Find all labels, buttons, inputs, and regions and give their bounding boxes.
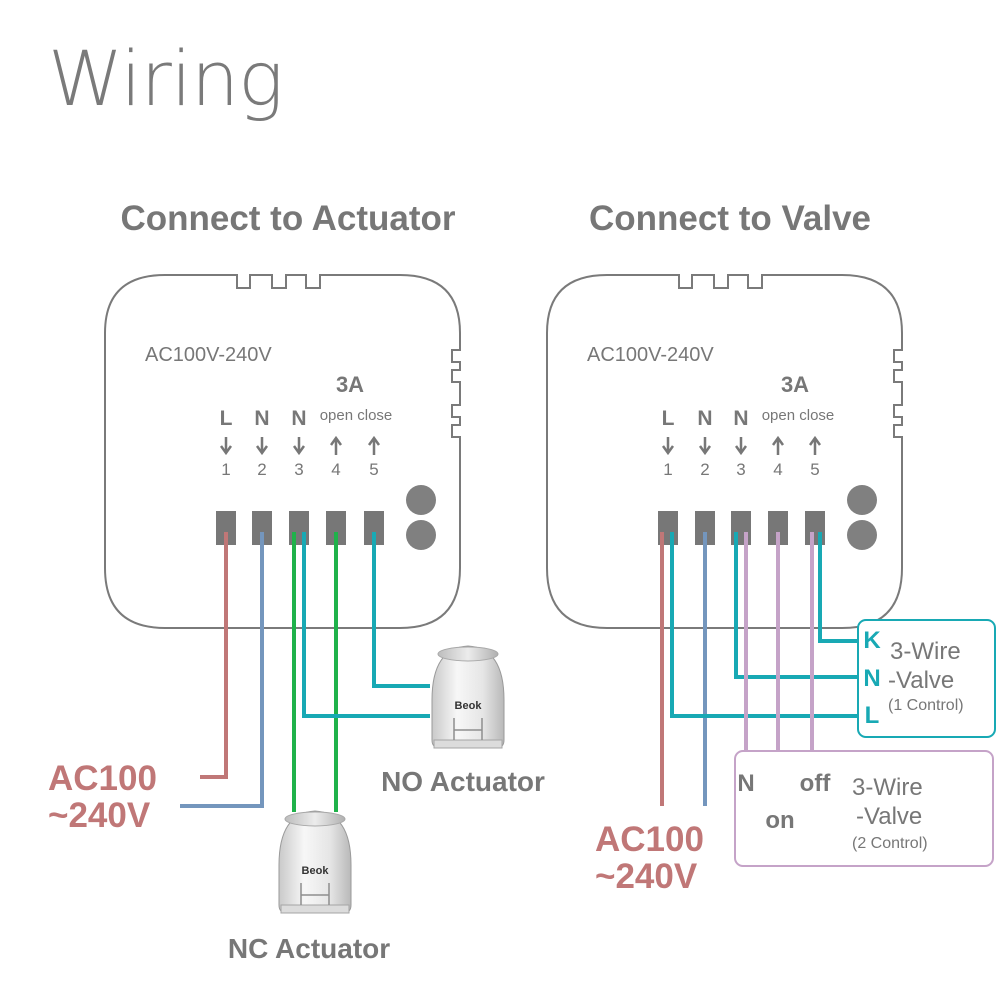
left-terminal-letter-1: L (220, 407, 233, 430)
open-close-label-left: open close (320, 407, 393, 424)
live-wire-left (200, 532, 228, 779)
valve1-l-wire (670, 532, 860, 718)
valve1-text-line1: 3-Wire (890, 638, 961, 665)
supply-label-line2-right: ~240V (595, 857, 698, 896)
valve1-text-line2: -Valve (888, 667, 954, 694)
left-terminal-arrow-2-down (255, 437, 269, 456)
actuator-heading: Connect to Actuator (120, 199, 455, 238)
button-upper-left (406, 485, 436, 515)
valve-diagram: Connect to Valve AC100V-240V 3A open clo… (546, 199, 996, 896)
right-terminal-screw-4 (768, 511, 788, 545)
valve2-on-label: on (765, 807, 794, 834)
nc-actuator-label: NC Actuator (228, 933, 390, 964)
right-terminal-arrow-3-down (734, 437, 748, 456)
right-terminal-arrow-5-up (808, 435, 822, 455)
valve2-text-line1: 3-Wire (852, 774, 923, 801)
button-upper-right (847, 485, 877, 515)
voltage-label-right: AC100V-240V (587, 344, 714, 366)
thermostat-body-left (104, 274, 461, 629)
no-actuator-brand: Beok (455, 700, 483, 712)
no-wire-b (372, 532, 430, 688)
button-lower-left (406, 520, 436, 550)
left-terminal-screw-1 (216, 511, 236, 545)
right-terminal-screw-2 (695, 511, 715, 545)
no-wire-a (302, 532, 430, 718)
supply-label-line1-left: AC100 (48, 759, 157, 798)
right-terminal-number-1: 1 (663, 460, 672, 479)
left-terminal-screw-4 (326, 511, 346, 545)
right-terminal-arrow-4-up (771, 435, 785, 455)
valve1-text-line3: (1 Control) (888, 697, 964, 714)
voltage-label-left: AC100V-240V (145, 344, 272, 366)
left-terminal-number-5: 5 (369, 460, 378, 479)
left-terminal-number-1: 1 (221, 460, 230, 479)
right-terminal-number-4: 4 (773, 460, 782, 479)
right-terminal-number-2: 2 (700, 460, 709, 479)
thermostat-body-right (546, 274, 903, 629)
valve-heading: Connect to Valve (589, 199, 871, 238)
open-close-label-right: open close (762, 407, 835, 424)
actuator-diagram: Connect to Actuator AC100V-240V 3A open … (48, 199, 545, 964)
left-terminal-arrow-3-down (292, 437, 306, 456)
left-terminal-number-4: 4 (331, 460, 340, 479)
left-terminal-number-2: 2 (257, 460, 266, 479)
valve2-n-label: N (737, 770, 754, 797)
left-terminal-number-3: 3 (294, 460, 303, 479)
supply-label-line2-left: ~240V (48, 796, 151, 835)
amps-label-left: 3A (336, 372, 364, 397)
right-terminal-arrow-2-down (698, 437, 712, 456)
page-title: Wiring (48, 34, 284, 123)
left-terminal-arrow-1-down (219, 437, 233, 456)
left-terminal-letter-2: N (254, 407, 269, 430)
button-lower-right (847, 520, 877, 550)
nc-actuator-brand: Beok (302, 865, 330, 877)
right-terminal-number-5: 5 (810, 460, 819, 479)
valve2-off-label: off (800, 770, 832, 797)
no-actuator-image: Beok (431, 645, 505, 749)
supply-label-line1-right: AC100 (595, 820, 704, 859)
valve2-text-line3: (2 Control) (852, 835, 928, 852)
right-terminal-arrow-1-down (661, 437, 675, 456)
valve1-box (857, 619, 996, 738)
valve1-letter-l: L (865, 702, 880, 729)
right-terminal-letter-3: N (733, 407, 748, 430)
right-terminal-number-3: 3 (736, 460, 745, 479)
right-terminal-letter-1: L (662, 407, 675, 430)
left-terminal-letter-3: N (291, 407, 306, 430)
valve2-box (734, 750, 994, 867)
left-terminal-arrow-4-up (329, 435, 343, 455)
left-terminal-screw-2 (252, 511, 272, 545)
amps-label-right: 3A (781, 372, 809, 397)
nc-actuator-image: Beok (278, 810, 352, 914)
terminal-block-left: L 1 N 2 N 3 4 5 (216, 407, 384, 545)
left-terminal-arrow-5-up (367, 435, 381, 455)
valve1-n-wire (734, 532, 860, 679)
valve1-letter-n: N (863, 665, 880, 692)
neutral-wire-left (180, 532, 264, 808)
valve1-letter-k: K (863, 627, 881, 654)
left-terminal-screw-5 (364, 511, 384, 545)
valve2-text-line2: -Valve (856, 803, 922, 830)
no-actuator-label: NO Actuator (381, 766, 545, 797)
right-terminal-letter-2: N (697, 407, 712, 430)
valve1-k-wire (818, 532, 860, 643)
